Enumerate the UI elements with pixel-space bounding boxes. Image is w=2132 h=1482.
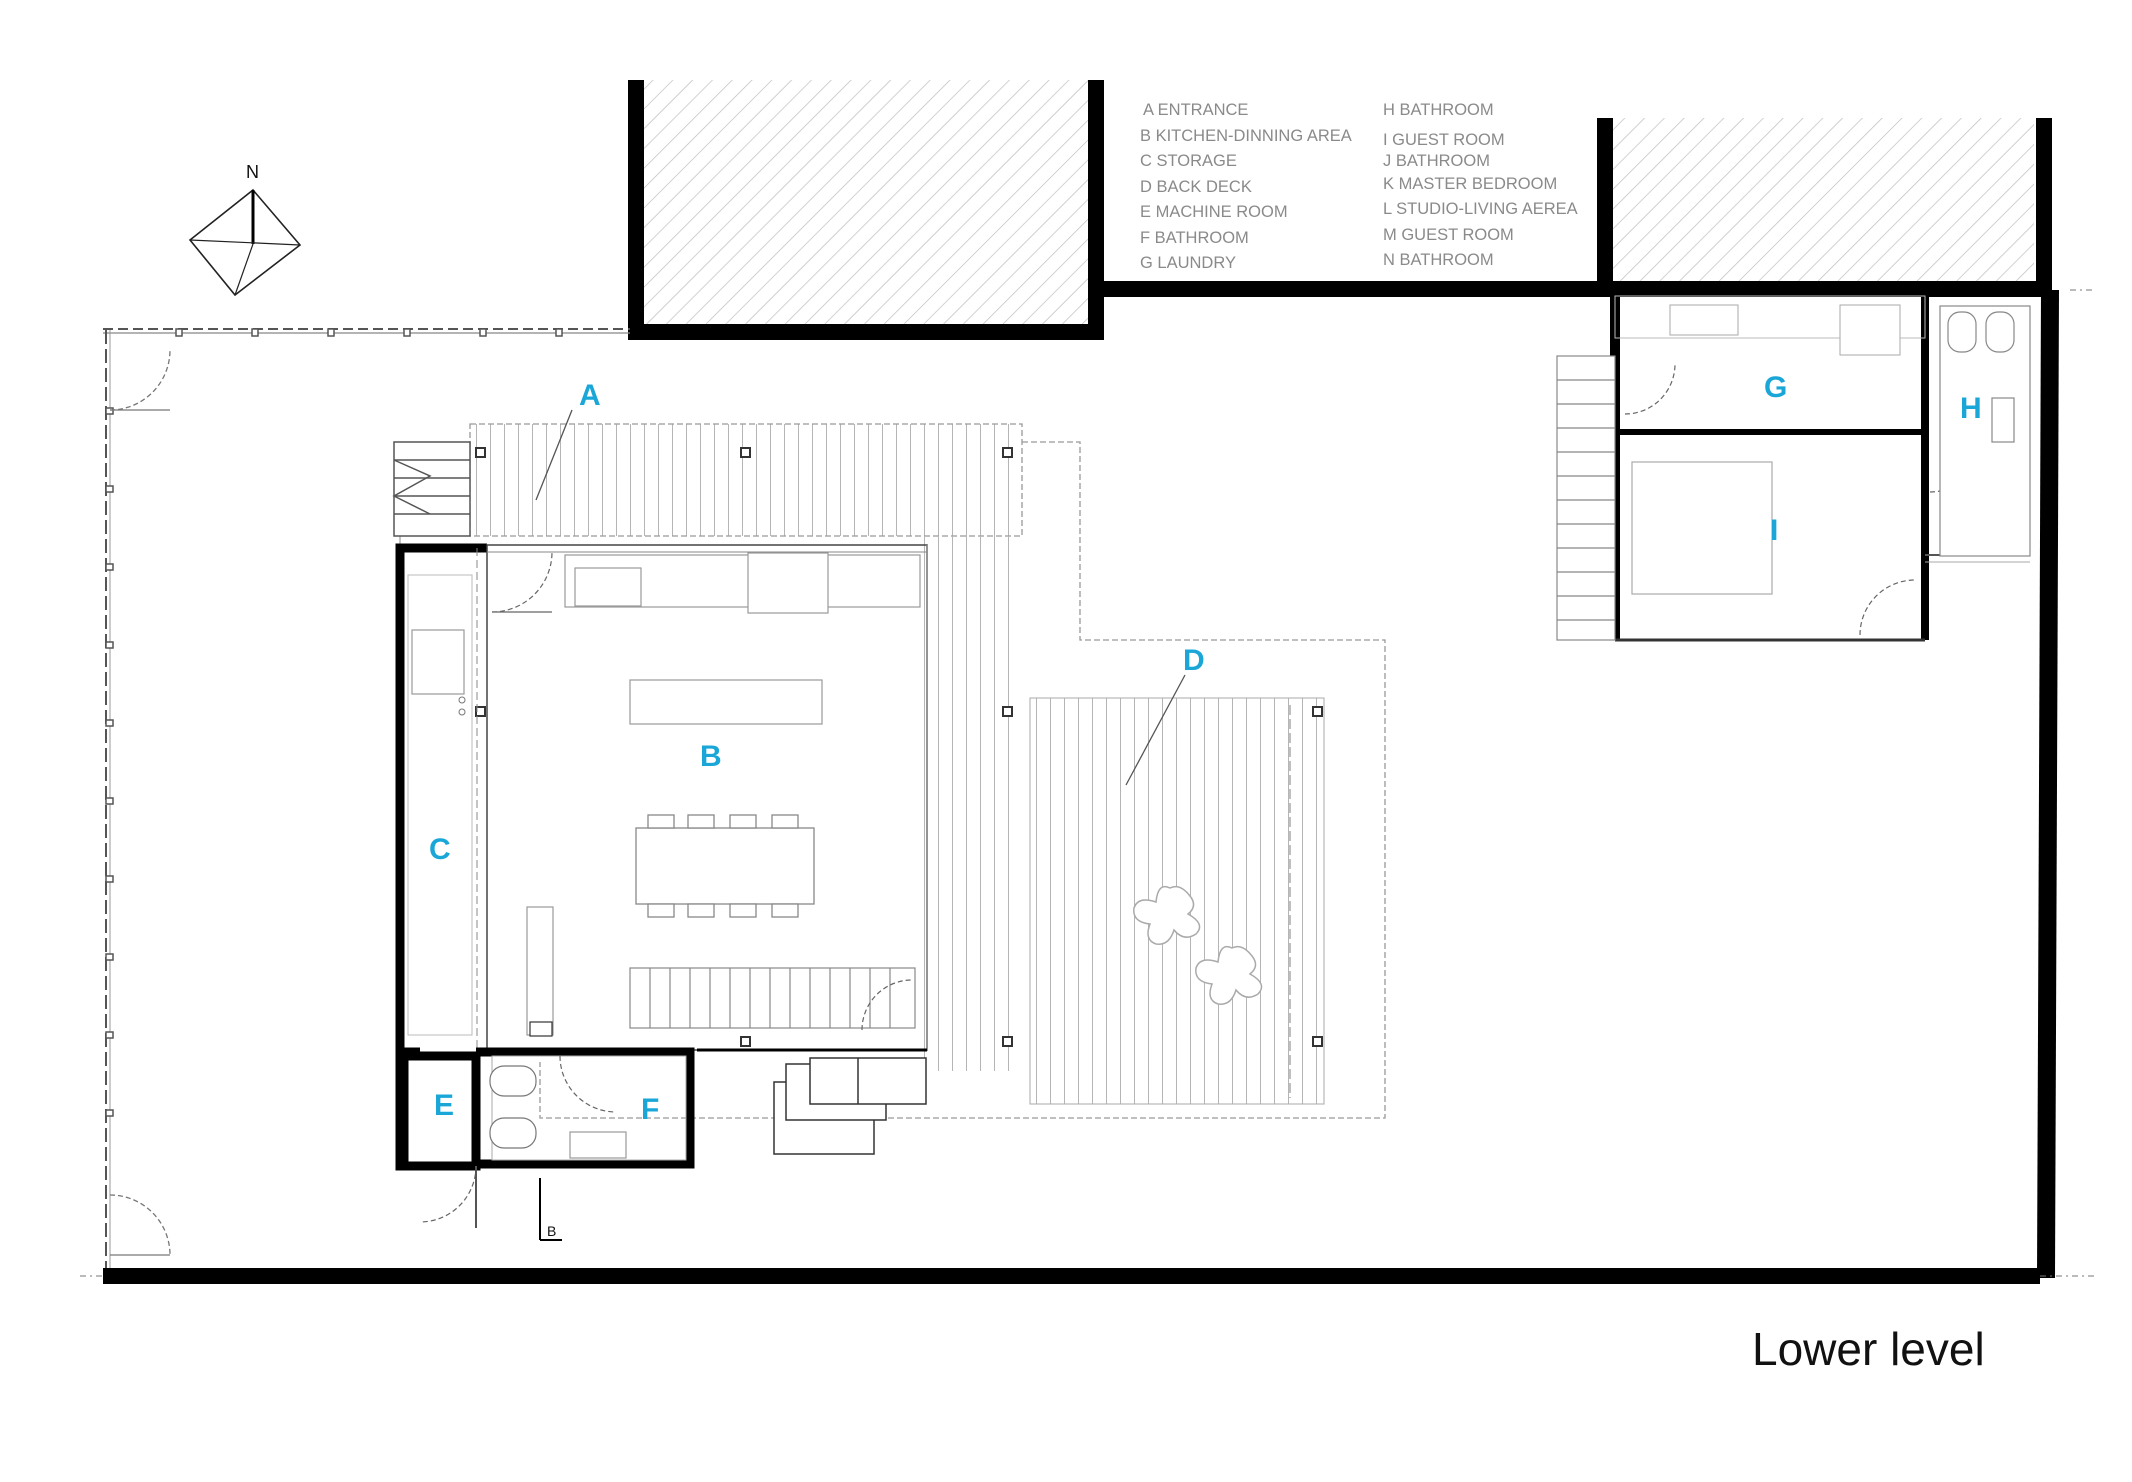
legend-right-5: M GUEST ROOM	[1383, 226, 1514, 244]
back-steps	[773, 1057, 927, 1155]
legend-left-5: F BATHROOM	[1140, 229, 1249, 247]
label-leaders	[535, 409, 1186, 786]
room-label-a: A	[579, 379, 601, 412]
legend-right-2: J BATHROOM	[1383, 152, 1490, 170]
legend-left-0: A ENTRANCE	[1143, 101, 1248, 119]
plan-title: Lower level	[1752, 1323, 1985, 1375]
room-label-i: I	[1770, 514, 1778, 547]
legend-left-6: G LAUNDRY	[1140, 254, 1236, 272]
gate-swings	[109, 349, 171, 1256]
deck-chairs	[1133, 885, 1263, 1005]
legend-right-3: K MASTER BEDROOM	[1383, 175, 1557, 193]
section-marker	[539, 1178, 562, 1241]
deck-posts	[475, 447, 1323, 1047]
room-label-c: C	[429, 833, 451, 866]
legend-right-0: H BATHROOM	[1383, 101, 1494, 119]
room-label-e: E	[434, 1089, 454, 1122]
storage-room	[407, 574, 473, 1036]
room-labels: A B C D E F G H I	[429, 371, 1982, 1126]
kitchen-doors	[491, 551, 913, 1031]
entrance-deck	[399, 423, 1023, 1071]
interior-stair	[629, 967, 916, 1029]
legend-right-1: I GUEST ROOM	[1383, 131, 1505, 149]
kitchen-counters	[526, 552, 921, 1037]
legend-left-2: C STORAGE	[1140, 152, 1237, 170]
north-label: N	[246, 162, 259, 182]
legend-left-1: B KITCHEN-DINNING AREA	[1140, 127, 1352, 145]
legend-right-4: L STUDIO-LIVING AEREA	[1383, 200, 1578, 218]
room-label-h: H	[1960, 392, 1982, 425]
room-label-g: G	[1764, 371, 1787, 404]
legend-left-4: E MACHINE ROOM	[1140, 203, 1288, 221]
entry-steps	[392, 441, 471, 537]
dining-table	[635, 814, 815, 918]
north-arrow	[188, 188, 302, 297]
legend: A ENTRANCE B KITCHEN-DINNING AREA C STOR…	[1140, 101, 1578, 272]
planter-left	[628, 80, 1104, 340]
right-stair	[1556, 355, 1616, 641]
legend-right-6: N BATHROOM	[1383, 251, 1494, 269]
room-label-b: B	[700, 740, 722, 773]
bathroom-h-fixtures	[1939, 305, 2031, 557]
service-rooms	[395, 1047, 695, 1228]
legend-left-3: D BACK DECK	[1140, 178, 1252, 196]
fence-posts	[105, 328, 563, 1117]
section-mark-label: B	[547, 1223, 556, 1239]
room-label-f: F	[641, 1093, 659, 1126]
room-label-d: D	[1183, 644, 1205, 677]
right-building-walls	[1610, 295, 2030, 642]
planter-right	[1597, 118, 2052, 290]
